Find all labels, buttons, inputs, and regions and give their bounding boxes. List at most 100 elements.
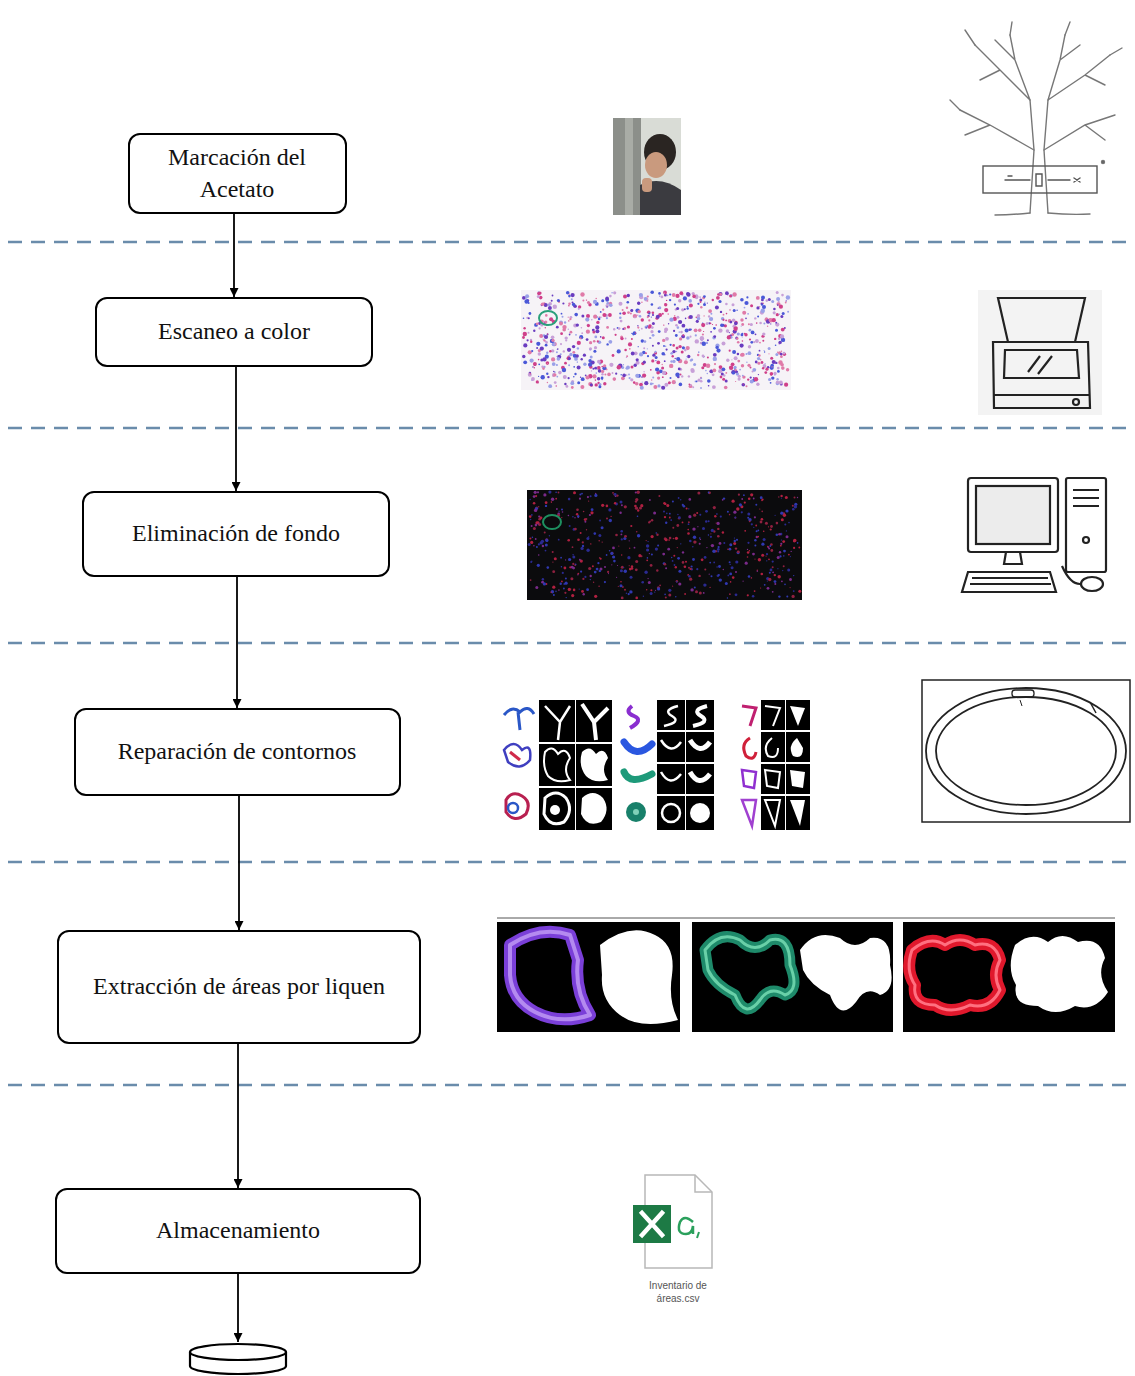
noise-dot	[620, 581, 622, 583]
noise-dot	[663, 293, 664, 294]
noise-dot	[677, 514, 678, 515]
noise-dot	[586, 588, 589, 591]
noise-dot	[530, 561, 532, 563]
noise-dot	[672, 360, 675, 363]
dashed-separators	[8, 242, 1130, 1085]
noise-dot	[636, 531, 638, 533]
noise-dot	[725, 582, 728, 585]
noise-dot	[757, 570, 758, 571]
noise-dot	[714, 515, 716, 517]
noise-dot	[635, 560, 638, 563]
file-name-label: Inventario de áreas.csv	[638, 1280, 718, 1305]
noise-dot	[698, 328, 702, 332]
noise-dot	[622, 311, 626, 315]
noise-dot	[700, 301, 702, 303]
noise-dot	[568, 320, 570, 322]
noise-dot	[570, 577, 573, 580]
noise-dot	[685, 329, 689, 333]
noise-dot	[663, 345, 665, 347]
noise-dot	[552, 295, 554, 297]
noise-dot	[635, 568, 638, 571]
noise-dot	[753, 527, 754, 528]
noise-dot	[557, 349, 558, 350]
noise-dot	[664, 328, 668, 332]
noise-dot	[725, 303, 728, 306]
noise-dot	[631, 352, 635, 356]
noise-dot	[676, 316, 679, 319]
noise-dot	[561, 508, 563, 510]
noise-dot	[530, 541, 533, 544]
noise-dot	[730, 581, 732, 583]
noise-dot	[600, 336, 602, 338]
noise-dot	[727, 548, 729, 550]
noise-dot	[665, 597, 667, 599]
noise-dot	[630, 378, 633, 381]
noise-dot	[565, 578, 567, 580]
noise-dot	[766, 299, 769, 302]
noise-dot	[693, 540, 696, 543]
noise-dot	[533, 495, 536, 498]
noise-dot	[590, 383, 593, 386]
noise-dot	[747, 517, 749, 519]
noise-dot	[747, 542, 749, 544]
noise-dot	[598, 585, 600, 587]
noise-dot	[757, 571, 758, 572]
noise-dot	[594, 336, 597, 339]
noise-dot	[539, 327, 541, 329]
noise-dot	[556, 351, 558, 353]
noise-dot	[781, 328, 785, 332]
noise-dot	[556, 326, 559, 329]
noise-dot	[568, 515, 570, 517]
noise-dot	[726, 313, 728, 315]
noise-dot	[523, 327, 525, 329]
noise-dot	[729, 543, 732, 546]
noise-dot	[559, 321, 563, 325]
noise-dot	[686, 293, 690, 297]
noise-dot	[727, 575, 729, 577]
noise-dot	[580, 385, 584, 389]
noise-dot	[613, 560, 616, 563]
noise-dot	[619, 312, 621, 314]
flow-arrow	[237, 1044, 239, 1188]
noise-dot	[529, 515, 532, 518]
noise-dot	[568, 305, 570, 307]
noise-dot	[746, 353, 748, 355]
noise-dot	[532, 537, 534, 539]
noise-dot	[674, 564, 676, 566]
noise-dot	[624, 349, 627, 352]
noise-dot	[613, 328, 615, 330]
noise-dot	[637, 491, 640, 494]
noise-dot	[606, 369, 608, 371]
noise-dot	[531, 525, 533, 527]
noise-dot	[667, 294, 669, 296]
noise-dot	[770, 525, 773, 528]
noise-dot	[714, 363, 716, 365]
noise-dot	[626, 593, 627, 594]
noise-dot	[606, 343, 608, 345]
noise-dot	[636, 358, 639, 361]
noise-dot	[591, 370, 592, 371]
noise-dot	[540, 516, 543, 519]
noise-dot	[678, 497, 680, 499]
noise-dot	[734, 366, 737, 369]
noise-dot	[727, 597, 728, 598]
noise-dot	[543, 339, 545, 341]
noise-dot	[579, 559, 581, 561]
noise-dot	[658, 495, 660, 497]
noise-dot	[707, 303, 708, 304]
noise-dot	[744, 502, 746, 504]
noise-dot	[692, 295, 696, 299]
noise-dot	[646, 589, 647, 590]
noise-dot	[648, 581, 651, 584]
noise-dot	[725, 291, 729, 295]
noise-dot	[564, 592, 566, 594]
noise-dot	[780, 512, 783, 515]
noise-dot	[537, 491, 539, 493]
noise-dot	[608, 573, 609, 574]
noise-dot	[746, 362, 747, 363]
noise-dot	[778, 575, 781, 578]
noise-dot	[649, 499, 651, 501]
noise-dot	[607, 373, 611, 377]
noise-dot	[551, 590, 554, 593]
noise-dot	[609, 295, 612, 298]
